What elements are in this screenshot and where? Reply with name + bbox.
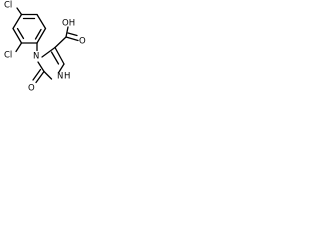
bond <box>12 13 23 30</box>
dichlorophenyl-ring <box>12 13 47 44</box>
bond <box>16 7 23 16</box>
bond <box>41 46 56 58</box>
bond <box>37 61 45 73</box>
nitrogen-label-1: N <box>33 52 39 62</box>
nh-hydrogen-label: H <box>64 72 70 82</box>
carboxyl-double-bond <box>67 32 78 37</box>
aromatic-double-bond <box>16 27 25 40</box>
bond <box>58 63 65 73</box>
bond <box>65 26 69 38</box>
aromatic-double-bond <box>34 28 42 40</box>
carbonyl-oxygen-label: O <box>28 84 35 94</box>
bond <box>54 36 67 49</box>
bond <box>54 46 65 65</box>
aromatic-double-bond <box>50 51 60 65</box>
carboxyl-oxygen-label: O <box>79 37 86 47</box>
carboxyl-hydroxyl-label: OH <box>62 19 75 29</box>
bond <box>65 36 79 42</box>
imidazolone-ring <box>37 46 65 80</box>
bond <box>36 13 47 30</box>
nitrogen-label-2: N <box>57 72 63 82</box>
carbonyl-double-bond <box>32 68 42 81</box>
bond <box>35 70 45 84</box>
chlorine-label-top: Cl <box>4 1 12 11</box>
bond <box>43 70 53 80</box>
chemical-structure-diagram: Cl Cl OH O N N H O <box>4 1 86 94</box>
bond <box>15 42 23 53</box>
bond <box>36 27 47 44</box>
bond <box>12 27 23 44</box>
chlorine-label-left: Cl <box>4 51 12 61</box>
